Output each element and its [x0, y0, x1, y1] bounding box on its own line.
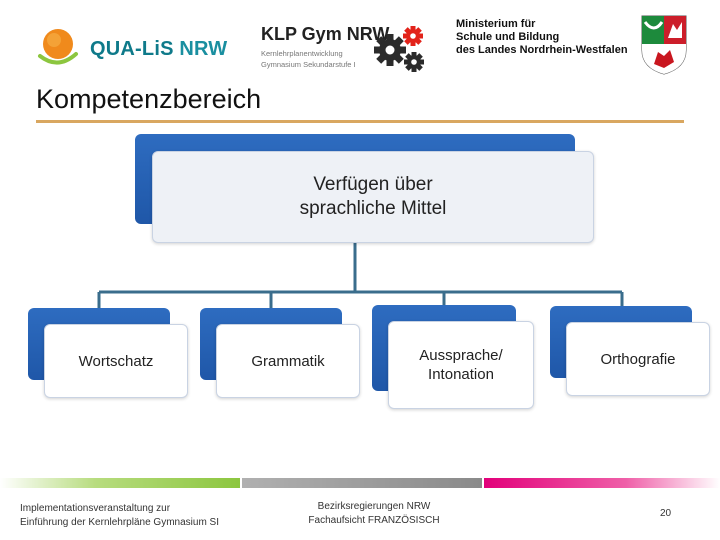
- klp-subtitle: Kernlehrplanentwicklung Gymnasium Sekund…: [261, 49, 356, 69]
- klp-logo: KLP Gym NRW Kernlehrplanentwicklung Gymn…: [258, 20, 428, 76]
- child-node-orthografie: Orthografie: [566, 322, 710, 396]
- ministry-line: Ministerium für: [456, 18, 536, 30]
- page-number: 20: [660, 508, 672, 519]
- root-node-label: Verfügen über: [313, 174, 433, 195]
- child-node-aussprache: Aussprache/ Intonation: [388, 321, 534, 409]
- child-node-wortschatz: Wortschatz: [44, 324, 188, 398]
- nrw-crest-icon: [640, 14, 688, 76]
- footer-bar-pink: [484, 478, 720, 488]
- ministry-logo: Ministerium für Schule und Bildung des L…: [456, 18, 631, 68]
- child-node-label: Grammatik: [251, 352, 325, 370]
- page-title: Kompetenzbereich: [36, 84, 262, 114]
- klp-title: KLP Gym NRW: [261, 24, 390, 44]
- root-node: Verfügen über sprachliche Mittel: [152, 151, 594, 243]
- ministry-line: Schule und Bildung: [456, 31, 560, 43]
- child-node-label: Orthografie: [600, 350, 676, 368]
- child-node-label: Aussprache/: [419, 347, 503, 364]
- qualis-logo: QUA-LiS NRW: [36, 26, 236, 70]
- sun-icon: [38, 29, 78, 65]
- footer-bar-green: [0, 478, 240, 488]
- child-node-label: Wortschatz: [78, 352, 154, 370]
- child-node-grammatik: Grammatik: [216, 324, 360, 398]
- ministry-line: des Landes Nordrhein-Westfalen: [456, 44, 628, 56]
- child-node-label: Intonation: [428, 366, 494, 383]
- root-node-label: sprachliche Mittel: [299, 198, 447, 219]
- title-underline: [36, 120, 684, 123]
- footer-event-text: Implementationsveranstaltung zur Einführ…: [20, 503, 219, 528]
- footer-bar-gray: [242, 478, 482, 488]
- footer-authority-text: Bezirksregierungen NRW Fachaufsicht FRAN…: [308, 501, 440, 526]
- gears-icon: [374, 26, 424, 72]
